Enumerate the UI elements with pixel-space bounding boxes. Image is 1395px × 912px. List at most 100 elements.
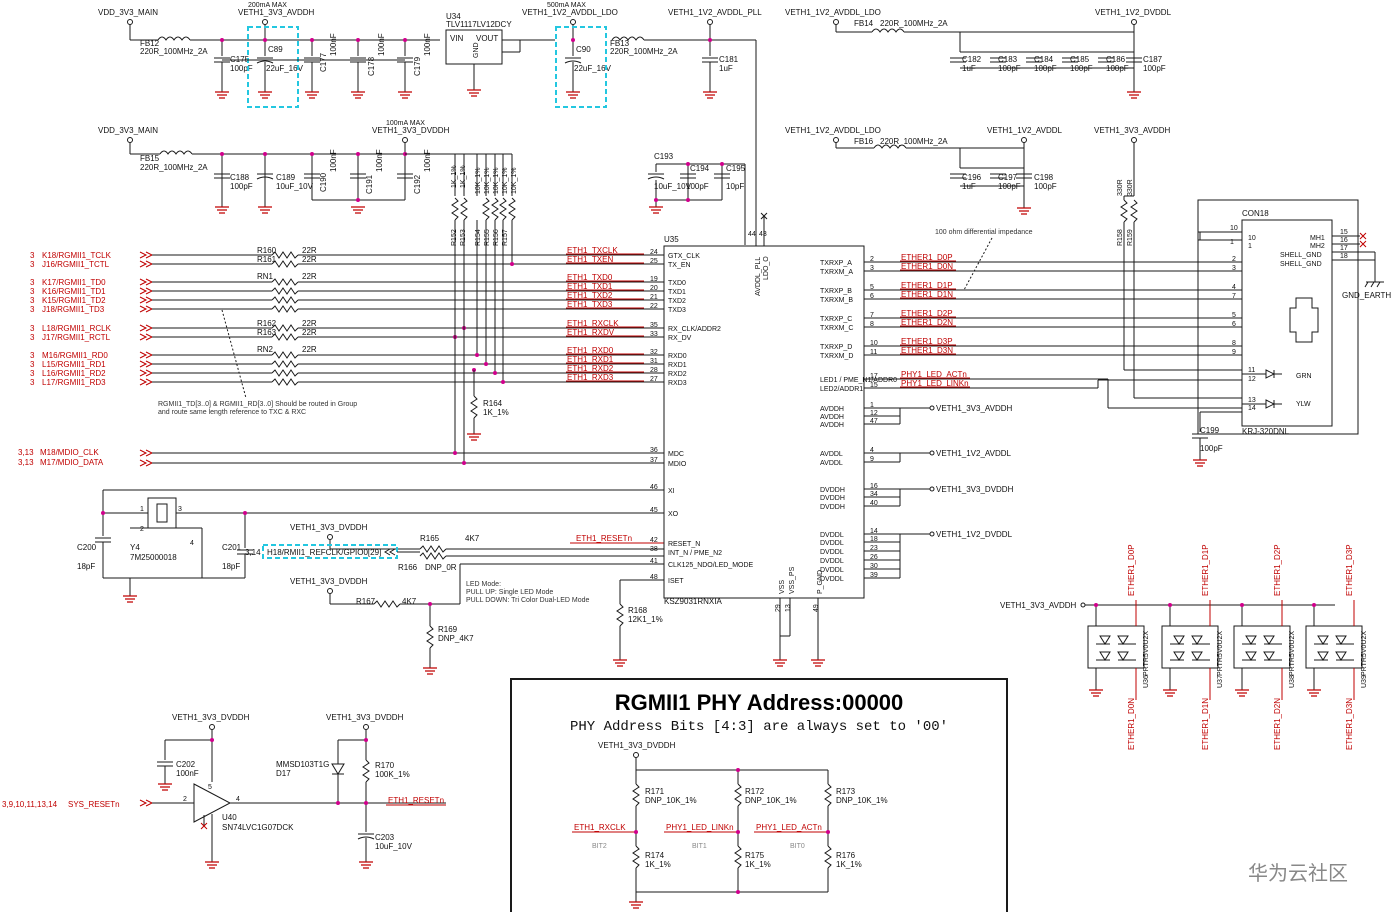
r174-value: 1K_1% <box>645 860 671 869</box>
resistor-r164: R164 1K_1% <box>467 370 509 441</box>
net-eth1-resetn-b: ETH1_RESETn <box>388 796 444 805</box>
u35-pin49: 49 <box>813 604 820 612</box>
pullup-val-1: 1K_1% <box>460 165 467 188</box>
u35-pin43-name: LDO_O <box>763 256 770 280</box>
pullup-val-0: 1K_1% <box>451 165 458 188</box>
u35-rpin-name-20: DVDDL <box>820 549 844 556</box>
left-net-ref-10: 3 <box>30 369 35 378</box>
left-net-ref-1: 3 <box>30 260 35 269</box>
c202-ref: C202 <box>176 760 196 769</box>
c186-value: 100pF <box>1106 64 1129 73</box>
svg-text:4: 4 <box>190 540 194 547</box>
box-bit1: BIT1 <box>692 843 707 850</box>
u35-lpin-name-2: TXD0 <box>668 280 686 287</box>
u35-vss: VSS <box>779 580 786 594</box>
c177-value: 100nF <box>329 33 338 56</box>
r171-ref: R171 <box>645 787 665 796</box>
tvs-net-n-2: ETHER1_D2N <box>1273 698 1282 750</box>
u35-rpin-name-15: DVDDH <box>820 487 845 494</box>
series-res-ref-2: RN1 <box>257 272 274 281</box>
rj-pin-7: 9 <box>1232 349 1236 356</box>
u35-pin13: 13 <box>785 604 792 612</box>
eth-net-5: ETH1_TXD3 <box>567 300 613 309</box>
rj-pin-5: 6 <box>1232 321 1236 328</box>
box-net-actn: PHY1_LED_ACTn <box>756 823 822 832</box>
u35-vss-ps: VSS_PS <box>789 566 796 594</box>
u35-part: KSZ9031RNXIA <box>664 597 722 606</box>
u35-rpin-name-19: DVDDL <box>820 540 844 547</box>
rj-pin-0: 2 <box>1232 256 1236 263</box>
crystal-y4: 1 3 2 4 Y4 7M25000018 C200 18pF C201 18p… <box>77 489 664 603</box>
u35-pgnd: P_GND <box>817 570 824 594</box>
u35-lpin-num-17: 38 <box>650 546 658 553</box>
c179-ref: C179 <box>413 56 422 76</box>
fb15-value: 220R_100MHz_2A <box>140 163 208 172</box>
u35-pin43: 43 <box>759 231 767 238</box>
reset-int-section: VETH1_3V3_DVDDH R165 4K7 ETH1_RESETn 3,1… <box>245 523 664 675</box>
c201-value: 18pF <box>222 562 240 571</box>
u35-rpin-name-12: AVDDH <box>820 422 844 429</box>
c186-ref: C186 <box>1106 55 1126 64</box>
eth-net-8: ETH1_RXD0 <box>567 346 614 355</box>
highlight-c89 <box>247 26 299 108</box>
u35-lpin-num-9: 31 <box>650 358 658 365</box>
u35-lpin-name-10: RXD2 <box>668 371 687 378</box>
r176-value: 1K_1% <box>836 860 862 869</box>
left-net-name-1: J16/RGMII1_TCTL <box>42 260 110 269</box>
u35-rpin-num-12: 47 <box>870 418 878 425</box>
c192-value: 100nF <box>423 149 432 172</box>
svg-text:11: 11 <box>1248 367 1255 374</box>
u35-lpin-name-11: RXD3 <box>668 380 687 387</box>
u35-lpin-num-11: 27 <box>650 376 658 383</box>
tvs-ref-3: U39 <box>1361 675 1368 688</box>
left-net-ref-5: 3 <box>30 305 35 314</box>
rj-pin-4: 5 <box>1232 312 1236 319</box>
net-vdd3v3-main-b: VDD_3V3_MAIN <box>98 126 158 135</box>
svg-text:16: 16 <box>1340 237 1348 244</box>
r172-value: DNP_10K_1% <box>745 796 797 805</box>
tvs-net-n-3: ETHER1_D3N <box>1345 698 1354 750</box>
cap-c178: C178 100nF <box>350 33 386 92</box>
c188-value: 100pF <box>230 182 253 191</box>
pullup-val-6: 10K_1% <box>511 168 518 194</box>
c200-ref: C200 <box>77 543 97 552</box>
phy-led-net-1: PHY1_LED_LINKn <box>901 379 969 388</box>
u35-lpin-name-6: RX_CLK/ADDR2 <box>668 326 721 333</box>
tvs-ref-1: U37 <box>1217 675 1224 688</box>
series-res-val-4: 22R <box>302 328 317 337</box>
rail-dvddl: VETH1_1V2_DVDDL <box>936 530 1013 539</box>
fb14-value: 220R_100MHz_2A <box>880 19 948 28</box>
c195-ref: C195 <box>726 164 746 173</box>
pullup-val-5: 10K_1% <box>502 168 509 194</box>
ether-diff-nets: ETHER1_D0PETHER1_D0NETHER1_D1PETHER1_D1N… <box>900 253 1250 409</box>
eth-net-6: ETH1_RXCLK <box>567 319 619 328</box>
c179-value: 100nF <box>423 33 432 56</box>
net-tvs-avddh: VETH1_3V3_AVDDH <box>1000 601 1077 610</box>
eth-net-7: ETH1_RXDV <box>567 328 615 337</box>
net-veth1-3v3-avddh: VETH1_3V3_AVDDH <box>238 8 315 17</box>
left-net-name-10: L16/RGMII1_RD2 <box>42 369 106 378</box>
rgmii-note-line1: RGMII1_TD[3..0] & RGMII1_RD[3..0] Should… <box>158 401 357 408</box>
series-res-ref-0: R160 <box>257 246 277 255</box>
tvs-part-3: PRTR5V0U2X <box>1361 631 1368 676</box>
tvs-net-n-0: ETHER1_D0N <box>1127 698 1136 750</box>
gnd-symbols-row1 <box>215 91 412 99</box>
u34-part: TLV1117LV12DCY <box>446 20 512 29</box>
note-500ma: 500mA MAX <box>547 2 586 9</box>
pullup-val-3: 10K_1% <box>484 168 491 194</box>
c185-ref: C185 <box>1070 55 1090 64</box>
phy-u35: U35 KSZ9031RNXIA 24GTX_CLK25TX_EN19TXD02… <box>650 212 900 667</box>
c201-ref: C201 <box>222 543 242 552</box>
left-net-name-7: J17/RGMII1_RCTL <box>42 333 111 342</box>
c184-value: 100pF <box>1034 64 1057 73</box>
c200-value: 18pF <box>77 562 95 571</box>
phy-address-box: RGMII1 PHY Address:00000 PHY Address Bit… <box>510 678 1008 912</box>
r176-ref: R176 <box>836 851 856 860</box>
r170-ref: R170 <box>375 761 395 770</box>
c183-ref: C183 <box>998 55 1018 64</box>
refclk-ref: 3,14 <box>245 548 261 557</box>
power-row-1: VDD_3V3_MAIN FB12 220R_100MHz_2A 200mA M… <box>98 2 1172 245</box>
net-eth1-resetn: ETH1_RESETn <box>576 534 632 543</box>
u35-rpin-name-8: LED1 / PME_N1/ADDR0 <box>820 377 897 384</box>
net-veth1-1v2-dvddl: VETH1_1V2_DVDDL <box>1095 8 1172 17</box>
